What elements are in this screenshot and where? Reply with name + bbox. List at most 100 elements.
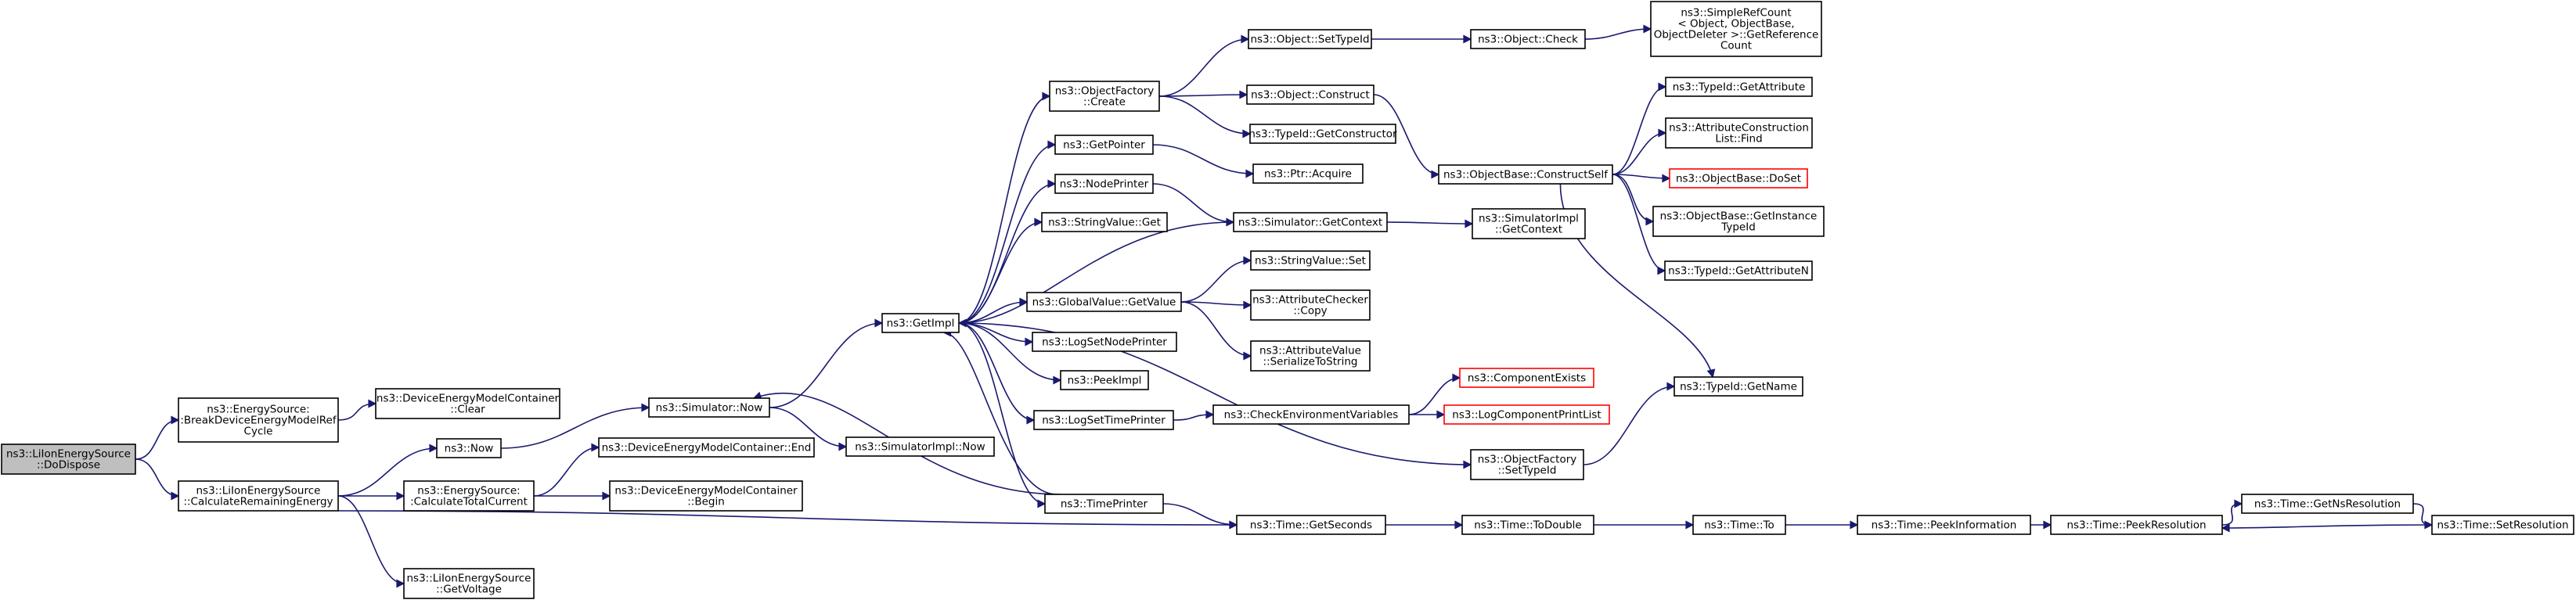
node-calc-total-current[interactable]: ns3::EnergySource::CalculateTotalCurrent [403,480,535,512]
edge-objbase-constructself-to-objbase-doset [1612,174,1671,183]
node-label: ns3::AttributeChecker [1252,294,1368,307]
node-peekimpl[interactable]: ns3::PeekImpl [1060,370,1149,390]
node-attrvalue-serialize[interactable]: ns3::AttributeValue::SerializeToString [1250,340,1371,372]
node-get-voltage[interactable]: ns3::LiIonEnergySource::GetVoltage [403,568,535,599]
node-box [1459,368,1594,388]
edge-time-todouble-to-time-to [1594,520,1695,530]
node-label: ::GetVoltage [436,584,502,596]
edge-nodeprinter-to-sim-getcontext [1152,183,1235,227]
node-box [1472,208,1586,239]
node-box [2241,494,2414,514]
node-simimpl-getcontext[interactable]: ns3::SimulatorImpl::GetContext [1472,208,1586,239]
node-attrchecker-copy[interactable]: ns3::AttributeChecker::Copy [1250,289,1371,321]
node-time-setresolution[interactable]: ns3::Time::SetResolution [2431,515,2574,535]
node-box [178,397,339,443]
edge-getimpl-to-getpointer [958,140,1057,324]
node-box [1212,404,1410,425]
node-box [1650,1,1822,57]
node-time-peekinformation[interactable]: ns3::Time::PeekInformation [1857,515,2031,535]
node-object-construct[interactable]: ns3::Object::Construct [1246,84,1374,105]
node-label: ns3::ObjectBase::DoSet [1676,173,1801,185]
node-object-check[interactable]: ns3::Object::Check [1470,29,1586,49]
node-box [1054,135,1154,155]
node-nodeprinter[interactable]: ns3::NodePrinter [1054,174,1154,194]
node-box [1652,206,1825,237]
node-componentexists[interactable]: ns3::ComponentExists [1459,368,1594,388]
node-box [1250,289,1371,321]
node-getpointer[interactable]: ns3::GetPointer [1054,135,1154,155]
node-break-cycle[interactable]: ns3::EnergySource::BreakDeviceEnergyMode… [178,397,339,443]
node-stringvalue-get[interactable]: ns3::StringValue::Get [1041,212,1168,232]
node-globalvalue-getvalue[interactable]: ns3::GlobalValue::GetValue [1026,292,1182,312]
node-label: ns3::Now [445,443,494,455]
node-box [1032,332,1177,352]
node-label: :BreakDeviceEnergyModelRef [180,415,337,427]
edge-objfactory-settypeid-to-typeid-getname [1583,382,1676,465]
node-simplerefcount[interactable]: ns3::SimpleRefCount< Object, ObjectBase,… [1650,1,1822,57]
node-container-clear[interactable]: ns3::DeviceEnergyModelContainer::Clear [375,388,560,419]
node-sim-getcontext[interactable]: ns3::Simulator::GetContext [1233,212,1388,232]
node-box [1033,410,1174,430]
node-label: ns3::StringValue::Set [1255,255,1366,268]
node-objfactory-settypeid[interactable]: ns3::ObjectFactory::SetTypeId [1470,449,1584,480]
node-container-end[interactable]: ns3::DeviceEnergyModelContainer::End [598,437,815,458]
node-label: ns3::Ptr::Acquire [1264,168,1352,181]
node-box [1248,29,1372,49]
node-box [178,480,339,512]
node-logsetnodeprinter[interactable]: ns3::LogSetNodePrinter [1032,332,1177,352]
node-box [1250,250,1371,271]
node-objbase-constructself[interactable]: ns3::ObjectBase::ConstructSelf [1438,164,1613,185]
edge-time-setresolution-to-time-peekresolution [2221,523,2433,533]
node-typeid-getattribute[interactable]: ns3::TypeId::GetAttribute [1665,77,1813,97]
node-sim-now[interactable]: ns3::Simulator::Now [648,397,770,418]
edge-getimpl-to-objfactory-settypeid [958,322,1472,469]
node-label: ns3::Object::Construct [1251,89,1370,102]
node-time-getseconds[interactable]: ns3::Time::GetSeconds [1236,515,1386,535]
node-stringvalue-set[interactable]: ns3::StringValue::Set [1250,250,1371,271]
node-time-todouble[interactable]: ns3::Time::ToDouble [1461,515,1594,535]
node-time-to[interactable]: ns3::Time::To [1692,515,1786,535]
node-typeid-getattributen[interactable]: ns3::TypeId::GetAttributeN [1664,260,1813,281]
node-typeid-getconstructor[interactable]: ns3::TypeId::GetConstructor [1248,124,1397,144]
edge-getimpl-to-objfactory-create [958,92,1051,324]
node-typeid-getname[interactable]: ns3::TypeId::GetName [1673,376,1803,397]
node-label: ns3::CheckEnvironmentVariables [1224,409,1399,422]
node-box [403,480,535,512]
node-label: ns3::ObjectBase::ConstructSelf [1443,169,1609,181]
node-label: ns3::Simulator::Now [656,402,763,415]
node-object-settypeid[interactable]: ns3::Object::SetTypeId [1248,29,1372,49]
node-now[interactable]: ns3::Now [436,438,502,458]
node-label: ns3::ObjectFactory [1478,454,1577,466]
node-label: ns3::ObjectBase::GetInstance [1660,210,1818,223]
node-label: ns3::AttributeValue [1259,345,1361,357]
node-logcomponentprintlist[interactable]: ns3::LogComponentPrintList [1443,404,1610,425]
node-box [2431,515,2574,535]
node-getimpl[interactable]: ns3::GetImpl [881,313,960,333]
node-label: ns3::TimePrinter [1061,498,1148,511]
edge-globalvalue-getvalue-to-attrvalue-serialize [1180,301,1252,361]
node-box [1665,117,1813,149]
node-ptr-acquire[interactable]: ns3::Ptr::Acquire [1252,163,1364,184]
node-time-peekresolution[interactable]: ns3::Time::PeekResolution [2050,515,2223,535]
node-box [1252,163,1364,184]
node-logsettimeprinter[interactable]: ns3::LogSetTimePrinter [1033,410,1174,430]
node-label: ns3::Time::GetSeconds [1250,519,1372,532]
node-box [648,397,770,418]
node-box [609,480,803,512]
node-timeprinter[interactable]: ns3::TimePrinter [1044,494,1164,514]
node-calc-remaining[interactable]: ns3::LiIonEnergySource::CalculateRemaini… [178,480,339,512]
edge-now-to-sim-now [500,403,650,449]
edge-getpointer-to-ptr-acquire [1152,144,1255,178]
node-simimpl-now[interactable]: ns3::SimulatorImpl::Now [845,436,995,457]
node-label: ns3::TypeId::GetName [1680,381,1797,393]
node-dodispose[interactable]: ns3::LiIonEnergySource::DoDispose [1,444,136,475]
node-checkenv[interactable]: ns3::CheckEnvironmentVariables [1212,404,1410,425]
node-objfactory-create[interactable]: ns3::ObjectFactory::Create [1049,81,1160,112]
node-container-begin[interactable]: ns3::DeviceEnergyModelContainer::Begin [609,480,803,512]
node-time-getnsresolution[interactable]: ns3::Time::GetNsResolution [2241,494,2414,514]
edge-calc-remaining-to-calc-total-current [338,491,405,501]
edge-objfactory-create-to-object-settypeid [1158,34,1250,97]
node-objbase-doset[interactable]: ns3::ObjectBase::DoSet [1669,168,1808,189]
